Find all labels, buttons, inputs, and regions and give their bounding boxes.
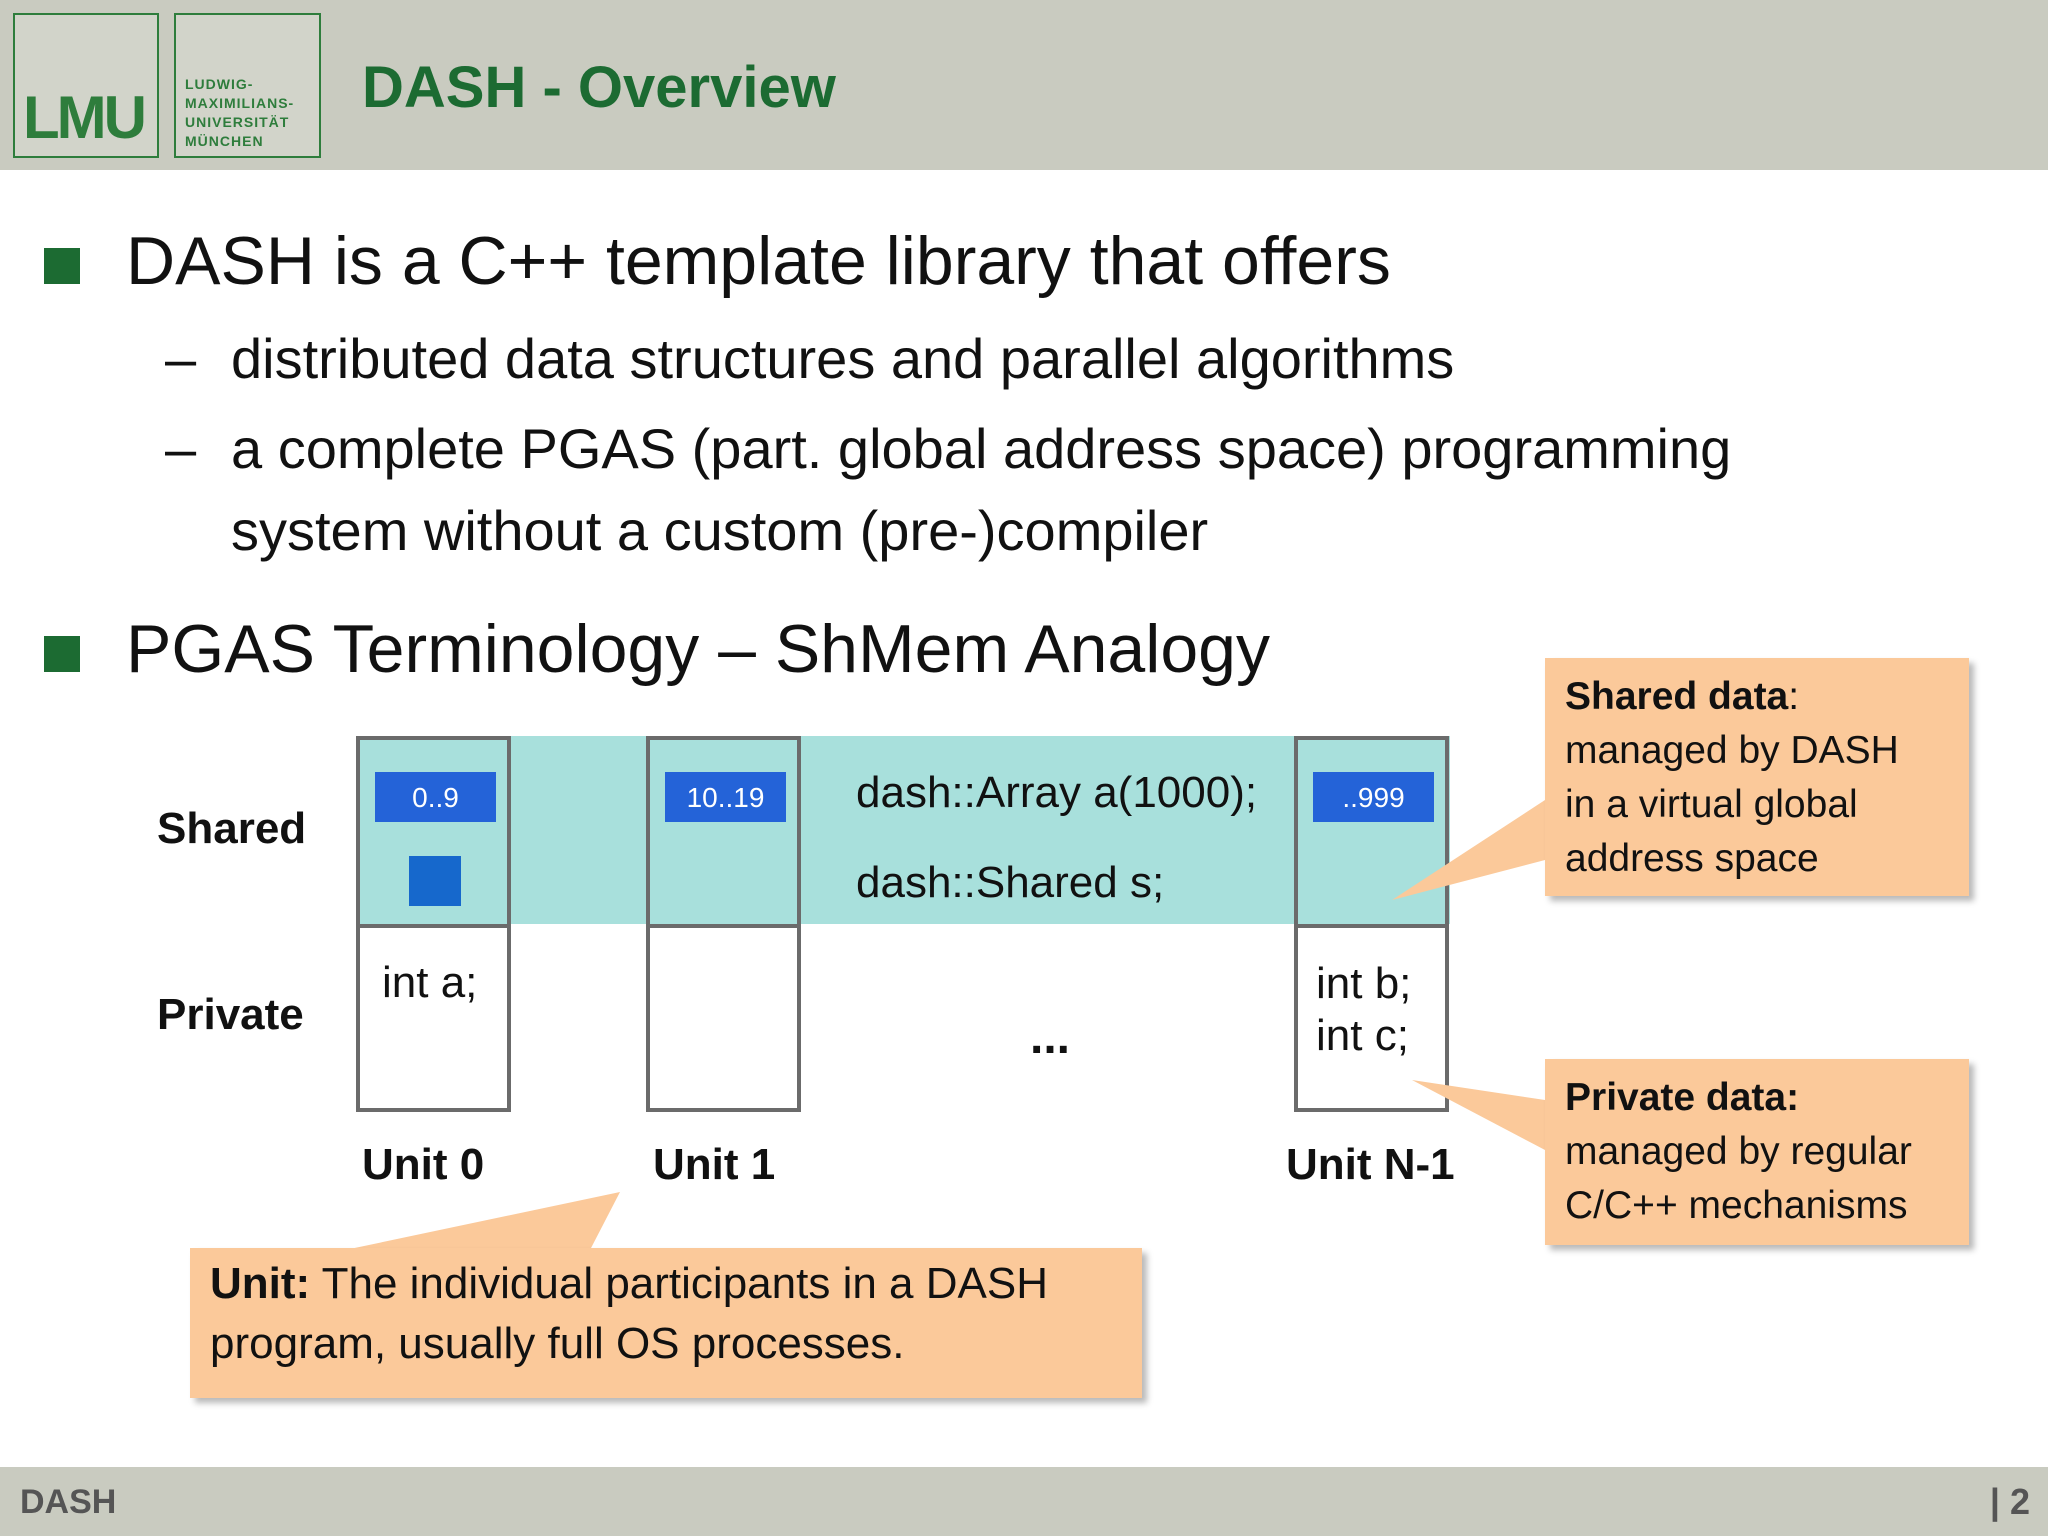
row-label-shared: Shared [157,804,307,853]
bullet-square-icon [44,248,80,284]
shared-data-callout-colon: : [1788,675,1800,718]
private-data-callout: Private data: managed by regular C/C++ m… [1545,1059,1969,1245]
shared-data-callout: Shared data: managed by DASH in a virtua… [1545,658,1969,896]
university-name-logo: LUDWIG- MAXIMILIANS- UNIVERSITÄT MÜNCHEN [174,13,321,158]
range-label-unit-1: 10..19 [665,772,786,822]
unit-1-memory [646,736,801,1112]
unit-callout-line-2: program, usually full OS processes. [210,1319,905,1368]
range-label-unit-0: 0..9 [375,772,496,822]
private-data-callout-line: C/C++ mechanisms [1565,1184,1908,1227]
shared-data-callout-line: in a virtual global [1565,783,1858,826]
slide-title: DASH - Overview [362,55,836,120]
shared-data-callout-heading: Shared data: [1565,670,1949,724]
row-label-private: Private [157,990,304,1039]
unit-n-1-private-code: int b; int c; [1316,959,1412,1060]
slide-header: LMU LUDWIG- MAXIMILIANS- UNIVERSITÄT MÜN… [0,0,2048,170]
shared-private-divider [360,924,507,928]
university-name: LUDWIG- MAXIMILIANS- UNIVERSITÄT MÜNCHEN [185,76,295,149]
code-dash-array: dash::Array a(1000); [856,768,1258,817]
range-label-unit-n-1: ..999 [1313,772,1434,822]
sub-bullet-2-continued: system without a custom (pre-)compiler [231,499,1209,562]
more-units-ellipsis: ... [1030,1011,1071,1064]
unit-callout: Unit: The individual participants in a D… [190,1248,1142,1398]
bullet-square-icon [44,636,80,672]
code-dash-shared: dash::Shared s; [856,858,1165,907]
unit-0-label: Unit 0 [362,1140,485,1189]
lmu-logo-mark: LMU [23,84,147,151]
shared-private-divider [1298,924,1445,928]
shared-callout-pointer [1392,800,1545,900]
shared-private-divider [650,924,797,928]
unit-n-1-memory [1294,736,1449,1112]
unit-callout-text: The individual participants in a DASH [310,1259,1048,1308]
bullet-2-text: PGAS Terminology – ShMem Analogy [126,611,1270,687]
footer-title: DASH [20,1483,117,1521]
sub-bullet-marker: – [165,327,197,390]
unit-1-label: Unit 1 [653,1140,776,1189]
shared-data-callout-line: managed by DASH [1565,729,1899,772]
shared-memory-band [356,736,1450,924]
lmu-logo: LMU [13,13,159,158]
sub-bullet-2: a complete PGAS (part. global address sp… [231,417,1732,480]
unit-0-memory [356,736,511,1112]
unit-callout-title: Unit: [210,1259,311,1308]
sub-bullet-marker: – [165,417,197,480]
private-data-callout-title: Private data: [1565,1076,1800,1119]
private-data-callout-line: managed by regular [1565,1130,1912,1173]
private-callout-pointer [1412,1080,1545,1150]
bullet-1-text: DASH is a C++ template library that offe… [126,223,1391,299]
unit-0-private-code: int a; [382,958,478,1007]
unit-n-1-label: Unit N-1 [1286,1140,1455,1189]
unit-callout-pointer [345,1192,620,1250]
sub-bullet-1: distributed data structures and parallel… [231,327,1455,390]
shared-data-callout-line: address space [1565,837,1819,880]
shared-data-callout-title: Shared data [1565,675,1789,718]
shared-scalar-block [409,856,461,906]
page-number: | 2 [1989,1481,2030,1522]
slide-footer: DASH | 2 [0,1467,2048,1536]
